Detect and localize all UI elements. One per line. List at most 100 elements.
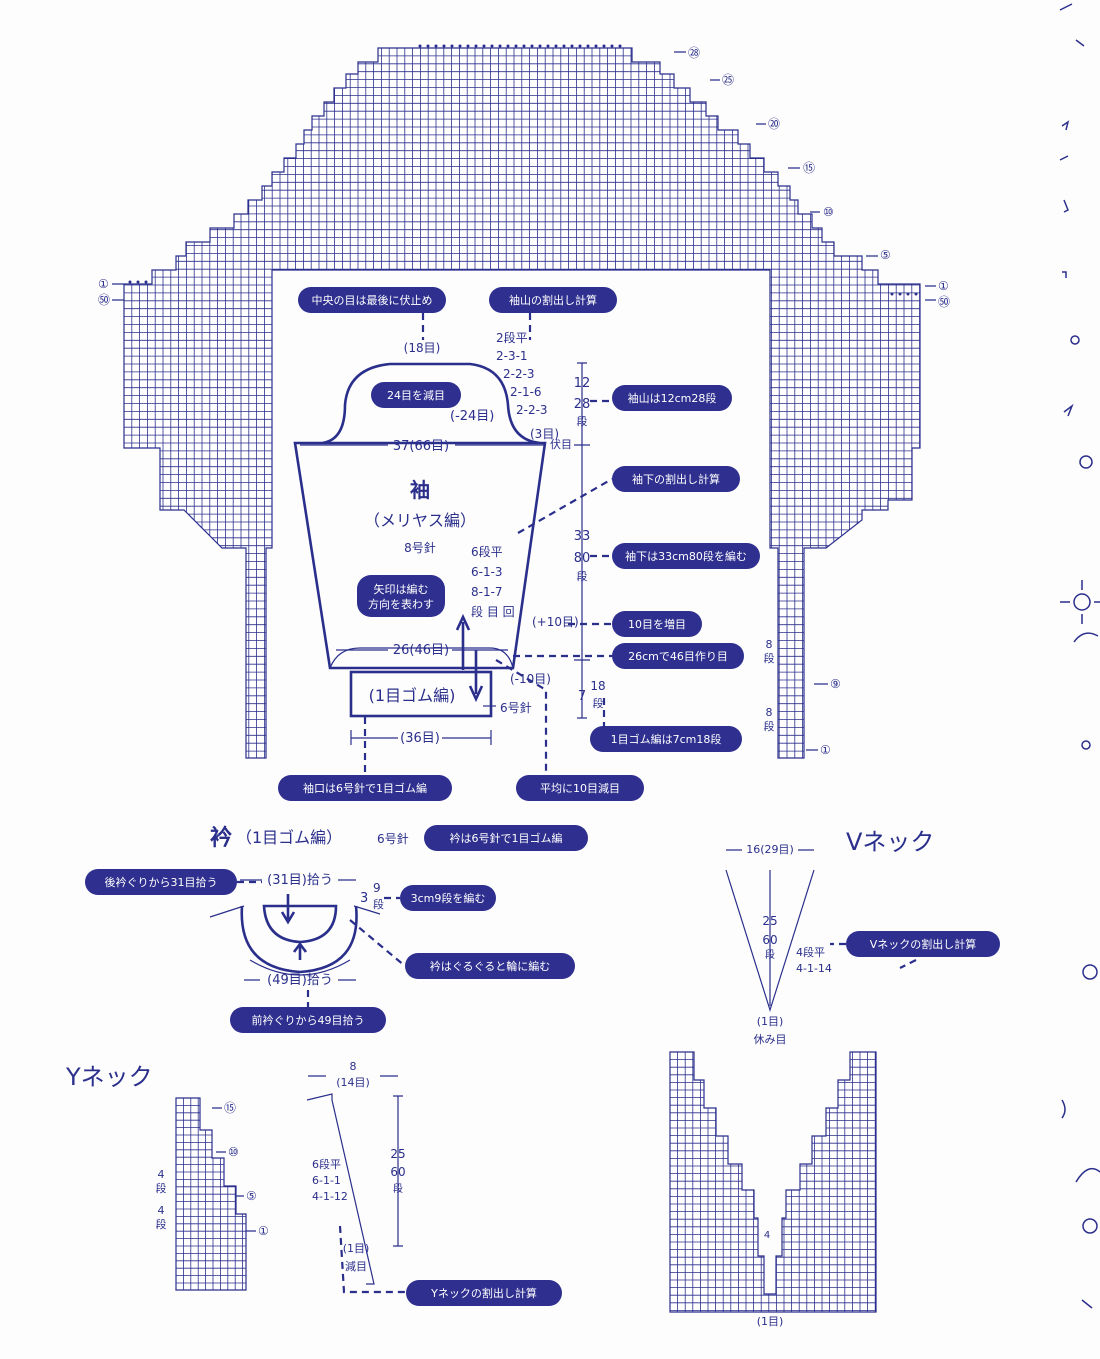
flower-icon: [1082, 1218, 1098, 1234]
bindoff-dot: [562, 44, 566, 48]
note-pill: [489, 287, 617, 313]
yneck-outline: [306, 1093, 375, 1285]
under-calc: 6段平 6-1-3 8-1-7 段 目 回: [471, 544, 515, 619]
sleeve-schematic: 37(66目) 26(46目) (36目) 袖 （メリヤス編） 8号針 (18目…: [293, 330, 606, 746]
sleeve-side-marks: 8 段 8 段 ⑨ ①: [764, 638, 841, 757]
vneck-outline: [725, 869, 815, 1013]
yneck-mark: ⑤: [246, 1189, 257, 1203]
vneck-chart-mark: 4: [764, 1230, 770, 1241]
under-calc-row: 8-1-7: [471, 585, 503, 599]
bindoff-dot: [530, 44, 534, 48]
yneck-side-mark: 4: [158, 1168, 165, 1181]
note-pill: [612, 611, 702, 637]
sleeve-width-text: 37(66目): [393, 439, 449, 454]
bindoff-dot: [506, 44, 510, 48]
collar-down-arrow-icon: [280, 894, 296, 925]
vneck-depth-rows: 60: [762, 933, 777, 947]
row-mark-25: ㉕: [722, 73, 734, 87]
note-decrease-24: 24目を減目: [387, 388, 445, 402]
note-pill: [406, 1280, 562, 1306]
yneck-calc-row: 6段平: [312, 1157, 341, 1171]
vneck-calc-row: 4-1-14: [796, 962, 832, 975]
vneck-title: Vネック: [846, 828, 934, 856]
yneck-calc-title: Yネックの割出し計算: [430, 1286, 537, 1300]
note-pill: [371, 382, 461, 408]
row-mark-80-left: ㊿: [98, 293, 110, 307]
flower-icon: [1079, 455, 1093, 469]
note-pill: [612, 385, 732, 411]
sleeve-callouts: 中央の目は最後に伏止め 袖山の割出し計算 24目を減目 袖山は12cm28段 袖…: [278, 287, 760, 801]
bindoff-dot: [474, 44, 478, 48]
bindoff-dot: [144, 280, 148, 284]
cuff-rows-unit: 段: [593, 696, 604, 710]
yneck-mark: ①: [258, 1224, 269, 1238]
note-under-calc: 袖下の割出し計算: [632, 472, 720, 486]
yneck-depth-unit: 段: [393, 1182, 403, 1195]
note-pill: [85, 869, 237, 895]
cap-cm: 12: [574, 376, 591, 391]
note-cap-calc: 袖山の割出し計算: [509, 293, 597, 307]
note-pill: [298, 287, 446, 313]
cuff-rows: 18: [590, 679, 605, 693]
collar-up-arrow-icon: [292, 941, 308, 960]
bindoff-dot: [554, 44, 558, 48]
note-cuff-ribbing: 袖口は6号針で1目ゴム編: [303, 781, 427, 795]
collar-front-count: (49目)拾う: [267, 973, 333, 988]
flower-icon: [1073, 593, 1091, 611]
row-mark-10: ⑩: [823, 205, 834, 219]
yneck-depth-cm: 25: [390, 1147, 405, 1161]
bindoff-dot: [914, 292, 918, 296]
note-arrow-dir: 矢印は編む: [374, 582, 429, 596]
body-chart-grid: [123, 44, 921, 759]
bindoff-dot: [490, 44, 494, 48]
bindoff-dot: [442, 44, 446, 48]
yneck-section: Yネック 8 (14目) 25 60 段 6段平 6-1-1 4-1-12 (1…: [65, 1060, 562, 1306]
sleeve-title: 袖: [410, 478, 430, 502]
row-mark-1-right: ①: [938, 279, 949, 293]
cuff-title: (1目ゴム編): [369, 686, 456, 705]
bindoff-dot: [136, 280, 140, 284]
yneck-center-label: 減目: [345, 1259, 367, 1273]
bindoff-dot: [434, 44, 438, 48]
yneck-calc-row: 4-1-12: [312, 1190, 348, 1203]
collar-needle: 6号針: [377, 831, 409, 846]
bindoff-dot: [128, 280, 132, 284]
bindoff-dot: [586, 44, 590, 48]
note-pill: [357, 575, 445, 617]
cuff-cm: 7: [578, 689, 586, 704]
bindoff-dot: [890, 292, 894, 296]
cap-calc-row: 2-3-1: [496, 349, 528, 363]
side-circle: ①: [820, 743, 831, 757]
vneck-center-label: 休み目: [754, 1033, 787, 1046]
note-pill: [612, 543, 760, 569]
yneck-mark: ⑮: [224, 1101, 236, 1115]
sleeve-bindoff-label: 伏目: [550, 437, 572, 451]
yneck-width: 8: [350, 1060, 357, 1073]
sleeve-cuff-curve: [329, 647, 514, 669]
cap-calc-row: 2-2-3: [516, 403, 548, 417]
row-mark-1-left: ①: [98, 277, 109, 291]
collar-back-pick: 後衿ぐりから31目拾う: [105, 875, 218, 889]
bindoff-dot: [602, 44, 606, 48]
vneck-calc-row: 4段平: [796, 945, 825, 959]
vneck-depth-unit: 段: [765, 948, 775, 961]
cap-calc-row: 2-2-3: [503, 367, 535, 381]
bindoff-dot: [482, 44, 486, 48]
bindoff-dot: [594, 44, 598, 48]
yneck-title: Yネック: [65, 1063, 153, 1091]
bindoff-dot: [466, 44, 470, 48]
increase-label: (+10目): [532, 615, 579, 629]
body-row-markers: ㉘ ㉕ ⑳ ⑮ ⑩ ⑤ ① ㊿ ① ㊿: [98, 46, 950, 309]
bindoff-dot: [498, 44, 502, 48]
vneck-chart-center: (1目): [757, 1315, 784, 1328]
vneck-calc-title: Vネックの割出し計算: [870, 937, 977, 951]
note-center-bindoff: 中央の目は最後に伏止め: [312, 293, 433, 307]
sleeve-decrease: (-24目): [450, 409, 494, 424]
note-pill: [424, 825, 588, 851]
vneck-center: (1目): [757, 1015, 784, 1028]
collar-inner: [262, 904, 338, 944]
row-mark-80-right: ㊿: [938, 295, 950, 309]
note-pill: [846, 931, 1000, 957]
vneck-width: 16(29目): [746, 843, 794, 856]
